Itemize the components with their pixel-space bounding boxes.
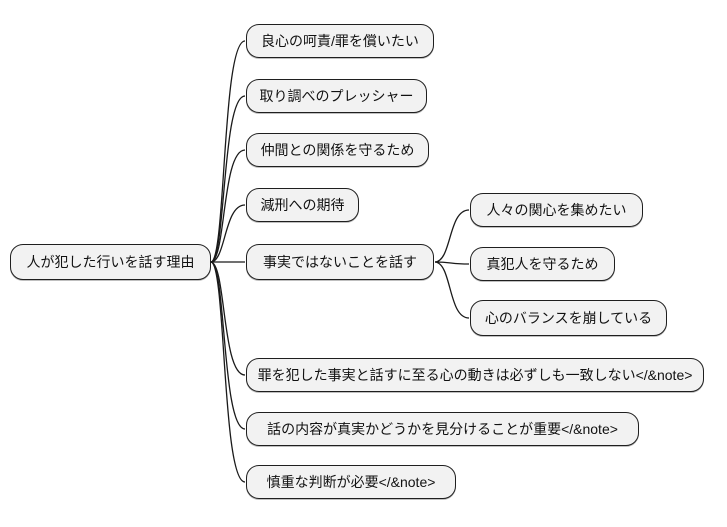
- mindmap-node-root[interactable]: 人が犯した行いを話す理由: [10, 244, 211, 280]
- connector-branch4-child2: [434, 261, 470, 319]
- node-label: 真犯人を守るため: [486, 256, 599, 272]
- node-label: 良心の呵責/罪を償いたい: [261, 33, 419, 49]
- mindmap-node-attention-seeking[interactable]: 人々の関心を集めたい: [470, 193, 643, 227]
- connector-branch4-child1: [434, 261, 470, 265]
- node-label: 人々の関心を集めたい: [486, 202, 627, 218]
- node-label: 話の内容が真実かどうかを見分けることが重要</&note>: [267, 421, 618, 437]
- node-label: 事実ではないことを話す: [263, 254, 417, 270]
- connector-root-branch3: [210, 204, 246, 263]
- connector-root-branch5: [210, 261, 246, 376]
- connector-branch4-child0: [434, 209, 470, 263]
- node-label: 減刑への期待: [260, 197, 345, 213]
- node-label: 慎重な判断が必要</&note>: [266, 474, 436, 490]
- mindmap-node-note-careful-judgment[interactable]: 慎重な判断が必要</&note>: [246, 465, 456, 499]
- mindmap-node-interrogation-pressure[interactable]: 取り調べのプレッシャー: [246, 79, 427, 113]
- mindmap-node-protect-relationships[interactable]: 仲間との関係を守るため: [246, 133, 429, 167]
- connector-root-branch1: [210, 95, 246, 263]
- node-label: 取り調べのプレッシャー: [259, 88, 414, 104]
- node-label: 心のバランスを崩している: [484, 310, 653, 326]
- node-label: 人が犯した行いを話す理由: [26, 254, 195, 270]
- mindmap-node-mental-imbalance[interactable]: 心のバランスを崩している: [470, 300, 667, 336]
- node-label: 罪を犯した事実と話すに至る心の動きは必ずしも一致しない</&note>: [257, 367, 693, 383]
- mindmap-node-conscience[interactable]: 良心の呵責/罪を償いたい: [246, 24, 434, 58]
- mindmap-node-sentence-reduction[interactable]: 減刑への期待: [246, 188, 359, 222]
- connector-root-branch2: [210, 149, 246, 263]
- mindmap-node-note-mismatch[interactable]: 罪を犯した事実と話すに至る心の動きは必ずしも一致しない</&note>: [246, 358, 704, 392]
- node-label: 仲間との関係を守るため: [260, 142, 415, 158]
- mindmap-node-protect-real-culprit[interactable]: 真犯人を守るため: [470, 247, 615, 281]
- mindmap-node-false-statements[interactable]: 事実ではないことを話す: [246, 244, 434, 280]
- connector-root-branch7: [210, 261, 246, 483]
- connector-root-branch6: [210, 261, 246, 430]
- connector-root-branch0: [210, 40, 246, 263]
- mindmap-node-note-discern-truth[interactable]: 話の内容が真実かどうかを見分けることが重要</&note>: [246, 412, 639, 446]
